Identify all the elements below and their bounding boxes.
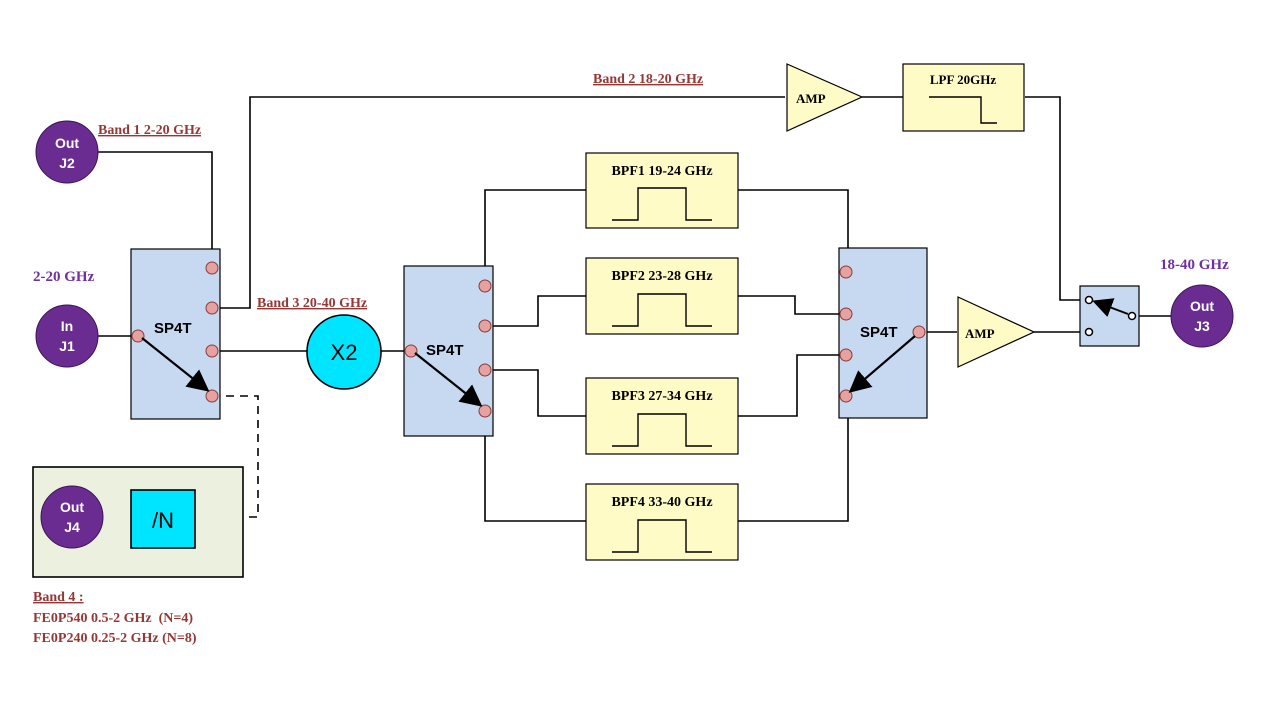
bpf3-block: BPF3 27-34 GHz [585,377,739,455]
sw1-port-3 [205,344,219,358]
sp4t-switch-1: SP4T [130,248,221,420]
bpf2-block: BPF2 23-28 GHz [585,257,739,335]
lpf-label: LPF 20GHz [930,72,997,87]
bpf2-label: BPF2 23-28 GHz [611,269,712,284]
outsw-arrow [1092,298,1129,317]
multiplier-label: X2 [331,340,358,365]
wire-lpf-outsw [1025,96,1086,301]
wire-sw2-bpf2 [485,295,586,327]
out-j2-line2: J2 [59,155,75,171]
bpf1-response-icon [612,187,712,221]
sw2-port-1 [478,279,492,293]
outsw-contact-top [1084,295,1094,305]
band4-title: Band 4 : [33,590,84,605]
divider-label: /N [152,508,174,533]
outsw-common [1127,311,1137,321]
band4-line2: FE0P240 0.25-2 GHz (N=8) [33,631,197,646]
x2-multiplier: X2 [306,314,382,390]
bpf2-response-icon [612,293,712,327]
amp-output-label: AMP [965,326,995,341]
output-range-label: 18-40 GHz [1160,257,1229,273]
wire-bpf2-sw3 [738,295,846,315]
sw1-port-1 [205,261,219,275]
sw2-port-3 [478,363,492,377]
connector-in-j1: In J1 [35,304,99,368]
bpf1-label: BPF1 19-24 GHz [611,164,712,179]
lpf-block: LPF 20GHz [902,63,1025,132]
bpf4-block: BPF4 33-40 GHz [585,483,739,561]
wires [98,96,1172,522]
band3-label: Band 3 20-40 GHz [257,296,367,311]
sp4t-switch-2: SP4T [403,265,494,437]
sw1-port-2 [205,301,219,315]
sw3-port-3 [839,348,853,362]
band4-panel: /N [32,466,244,578]
band1-label: Band 1 2-20 GHz [98,123,201,138]
out-j4-line1: Out [60,499,84,515]
input-range-label: 2-20 GHz [33,269,95,285]
sw3-common-port [912,325,926,339]
out-j3-line2: J3 [1194,318,1210,334]
wire-band2 [212,96,785,309]
connector-out-j2: Out J2 [35,120,99,184]
wire-j2-sw1 [98,151,213,268]
band4-line1: FE0P540 0.5-2 GHz (N=4) [33,611,193,626]
sp4t-switch-3: SP4T [838,247,928,419]
connector-out-j3: Out J3 [1170,284,1234,348]
sw1-label: SP4T [154,320,192,337]
wire-bpf3-sw3 [738,354,846,417]
bpf3-label: BPF3 27-34 GHz [611,389,712,404]
wire-bpf1-sw3 [738,189,849,248]
wire-sw2-bpf4 [484,411,586,522]
bpf4-label: BPF4 33-40 GHz [611,495,712,510]
sw3-arrow [848,335,916,393]
sw1-arrow [141,337,210,392]
bpf1-block: BPF1 19-24 GHz [585,152,739,229]
lpf-response-icon [929,96,997,124]
wire-sw2-bpf3 [485,369,586,417]
in-j1-line1: In [61,318,73,334]
output-spdt-switch [1079,285,1140,347]
bpf3-response-icon [612,413,712,447]
out-j2-line1: Out [55,135,79,151]
sw3-port-2 [839,307,853,321]
sw2-port-2 [478,319,492,333]
sw2-port-4 [478,404,492,418]
amp-band2-label: AMP [796,91,826,106]
wire-bpf4-sw3 [738,417,849,522]
amplifier-band2: AMP [786,63,864,132]
wire-sw2-bpf1 [484,189,586,286]
sw2-common-port [404,344,418,358]
bpf4-response-icon [612,519,712,553]
sw3-port-4 [839,389,853,403]
outsw-contact-bottom [1084,327,1094,337]
in-j1-line2: J1 [59,338,75,354]
amplifier-output: AMP [957,296,1036,368]
connector-out-j4: Out J4 [40,485,104,549]
sw2-label: SP4T [426,342,464,359]
out-j4-line2: J4 [64,519,80,535]
sw3-label: SP4T [860,324,898,341]
sw3-port-1 [839,265,853,279]
band2-label: Band 2 18-20 GHz [593,72,703,87]
sw1-port-4 [205,389,219,403]
sw1-common-port [131,329,145,343]
out-j3-line1: Out [1190,298,1214,314]
divider-block [130,489,196,549]
sw2-arrow [414,352,483,407]
